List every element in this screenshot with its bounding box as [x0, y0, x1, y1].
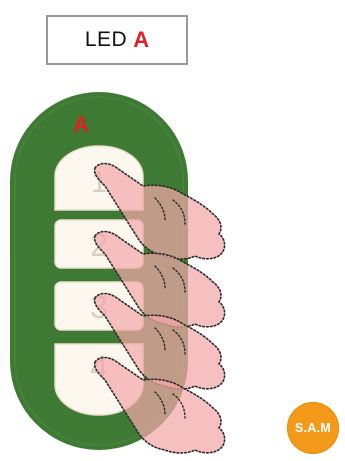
sam-logo-badge: S.A.M	[287, 402, 339, 454]
remote-badge-letter: A	[73, 112, 89, 137]
sam-logo-text: S.A.M	[295, 421, 331, 435]
